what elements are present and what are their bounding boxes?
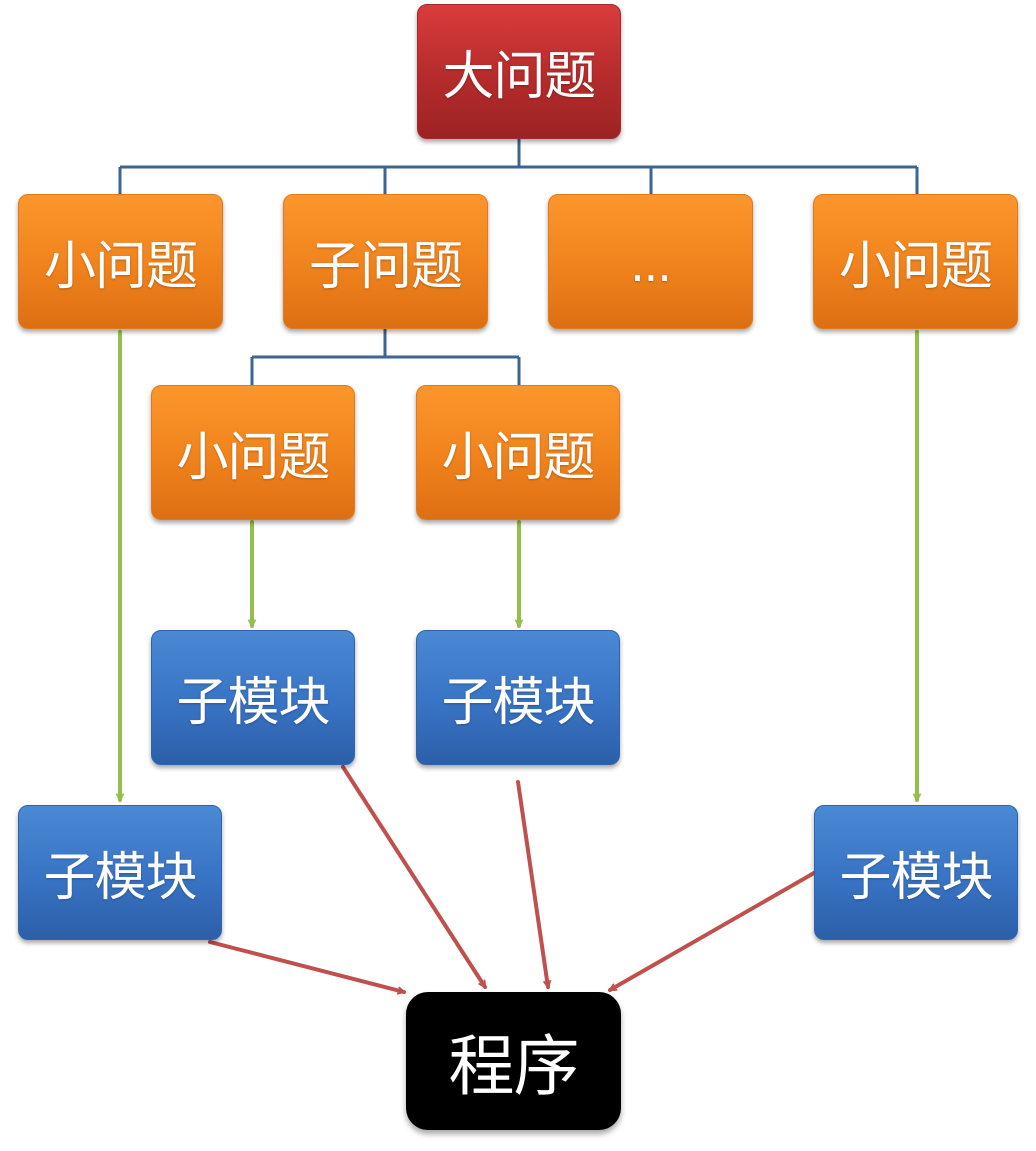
- node-small-problem-b: 小问题: [416, 385, 620, 520]
- node-module-left-label: 子模块: [43, 848, 197, 908]
- node-module-right: 子模块: [814, 805, 1018, 940]
- tree-connector-subproblem: [250, 329, 521, 385]
- node-module-a-label: 子模块: [176, 673, 330, 733]
- node-module-b: 子模块: [416, 630, 620, 765]
- node-ellipsis: ...: [548, 194, 753, 329]
- node-module-b-label: 子模块: [441, 673, 595, 733]
- arrow-module-left-to-program: [208, 940, 407, 995]
- node-small-problem-left: 小问题: [18, 194, 223, 329]
- node-root-problem-label: 大问题: [442, 47, 596, 107]
- node-sub-problem-label: 子问题: [308, 237, 463, 297]
- node-module-a: 子模块: [151, 630, 355, 765]
- node-small-problem-right-label: 小问题: [838, 237, 993, 297]
- node-small-problem-left-label: 小问题: [43, 237, 198, 297]
- arrow-module-a-to-program: [341, 765, 487, 990]
- tree-connector-root: [118, 139, 919, 194]
- node-small-problem-b-label: 小问题: [441, 428, 595, 488]
- node-program: 程序: [406, 992, 621, 1130]
- node-small-problem-a: 小问题: [151, 385, 355, 520]
- arrow-module-right-to-program: [607, 871, 816, 992]
- node-program-label: 程序: [448, 1028, 580, 1105]
- node-small-problem-a-label: 小问题: [176, 428, 330, 488]
- node-small-problem-right: 小问题: [813, 194, 1018, 329]
- node-module-right-label: 子模块: [839, 848, 993, 908]
- node-ellipsis-label: ...: [630, 237, 672, 292]
- node-module-left: 子模块: [18, 805, 222, 940]
- node-sub-problem: 子问题: [283, 194, 488, 329]
- node-root-problem: 大问题: [417, 4, 621, 139]
- arrow-module-b-to-program: [516, 780, 552, 990]
